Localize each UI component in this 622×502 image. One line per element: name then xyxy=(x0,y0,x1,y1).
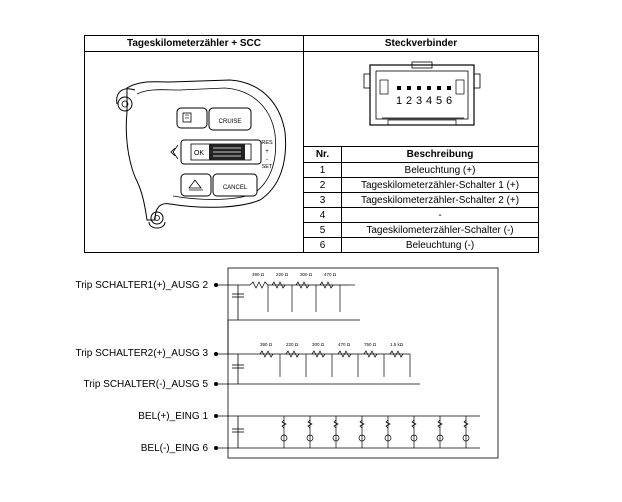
resistor-value: 300 Ω xyxy=(312,342,325,347)
header-right: Steckverbinder xyxy=(303,35,539,52)
resistor-value: 300 Ω xyxy=(300,272,313,277)
circuit-label-trip-switch2: Trip SCHALTER2(+)_AUSG 3 xyxy=(75,348,208,359)
pin-no: 4 xyxy=(304,207,342,223)
connector-pin-number: 1 xyxy=(396,95,402,107)
cancel-label: CANCEL xyxy=(223,185,248,191)
resistor-value: 1,5 kΩ xyxy=(390,342,404,347)
header-left: Tageskilometerzähler + SCC xyxy=(84,35,304,52)
circuit-label-bel-minus: BEL(-)_EING 6 xyxy=(140,443,208,454)
circuit-label-trip-switch-minus: Trip SCHALTER(-)_AUSG 5 xyxy=(83,379,208,390)
circuit-label-trip-switch1: Trip SCHALTER1(+)_AUSG 2 xyxy=(75,280,208,291)
col-no: Nr. xyxy=(304,147,342,163)
resistor-value: 470 Ω xyxy=(338,342,351,347)
pin-desc: Beleuchtung (-) xyxy=(341,237,538,252)
circuit-schematic: 390 Ω 220 Ω 300 Ω 470 Ω 390 Ω 220 Ω 300 … xyxy=(214,267,499,459)
cruise-label: CRUISE xyxy=(219,119,242,125)
pin-no: 6 xyxy=(304,237,342,252)
resistor-value: 470 Ω xyxy=(324,272,337,277)
connector-illustration: 1 2 3 4 5 6 xyxy=(363,61,481,126)
steering-switch-illustration: CRUISE OK RES + - SET xyxy=(116,79,287,229)
switch-table: Tageskilometerzähler + SCC Steckverbinde… xyxy=(84,35,539,253)
switch-illustration-cell: CRUISE OK RES + - SET xyxy=(84,51,304,253)
led-branches xyxy=(280,416,470,448)
pin-no: 3 xyxy=(304,192,342,208)
row2-resistor-values: 390 Ω 220 Ω 300 Ω 470 Ω 750 Ω 1,5 kΩ xyxy=(260,342,404,347)
connector-pin-numbers: 1 2 3 4 5 6 xyxy=(396,95,452,107)
connector-pin-number: 5 xyxy=(436,95,442,107)
set-minus-sign: - xyxy=(266,157,268,163)
resistor-value: 220 Ω xyxy=(276,272,289,277)
connector-cell: 1 2 3 4 5 6 xyxy=(303,51,539,147)
res-label: RES xyxy=(261,140,273,146)
pin-desc: Tageskilometerzähler-Schalter (-) xyxy=(341,222,538,238)
resistor-value: 390 Ω xyxy=(260,342,273,347)
table-row: 4- xyxy=(304,207,538,223)
col-desc: Beschreibung xyxy=(341,147,538,163)
pin-no: 2 xyxy=(304,177,342,193)
connector-pin-number: 2 xyxy=(406,95,412,107)
row1-resistor-values: 390 Ω 220 Ω 300 Ω 470 Ω xyxy=(252,272,337,277)
set-label: SET xyxy=(262,164,273,170)
resistor-value: 750 Ω xyxy=(364,342,377,347)
pin-desc: Tageskilometerzähler-Schalter 1 (+) xyxy=(341,177,538,193)
connector-pin-number: 6 xyxy=(446,95,452,107)
resistor-value: 390 Ω xyxy=(252,272,265,277)
pin-desc: - xyxy=(341,207,538,223)
pin-desc: Beleuchtung (+) xyxy=(341,162,538,178)
resistor-value: 220 Ω xyxy=(286,342,299,347)
ok-label: OK xyxy=(194,150,204,157)
res-plus-sign: + xyxy=(265,149,269,155)
connector-pin-number: 3 xyxy=(416,95,422,107)
pin-no: 5 xyxy=(304,222,342,238)
pin-desc: Tageskilometerzähler-Schalter 2 (+) xyxy=(341,192,538,208)
connector-pin-squares xyxy=(397,86,451,90)
circuit-label-bel-plus: BEL(+)_EING 1 xyxy=(138,411,208,422)
connector-pin-number: 4 xyxy=(426,95,432,107)
pin-no: 1 xyxy=(304,162,342,178)
